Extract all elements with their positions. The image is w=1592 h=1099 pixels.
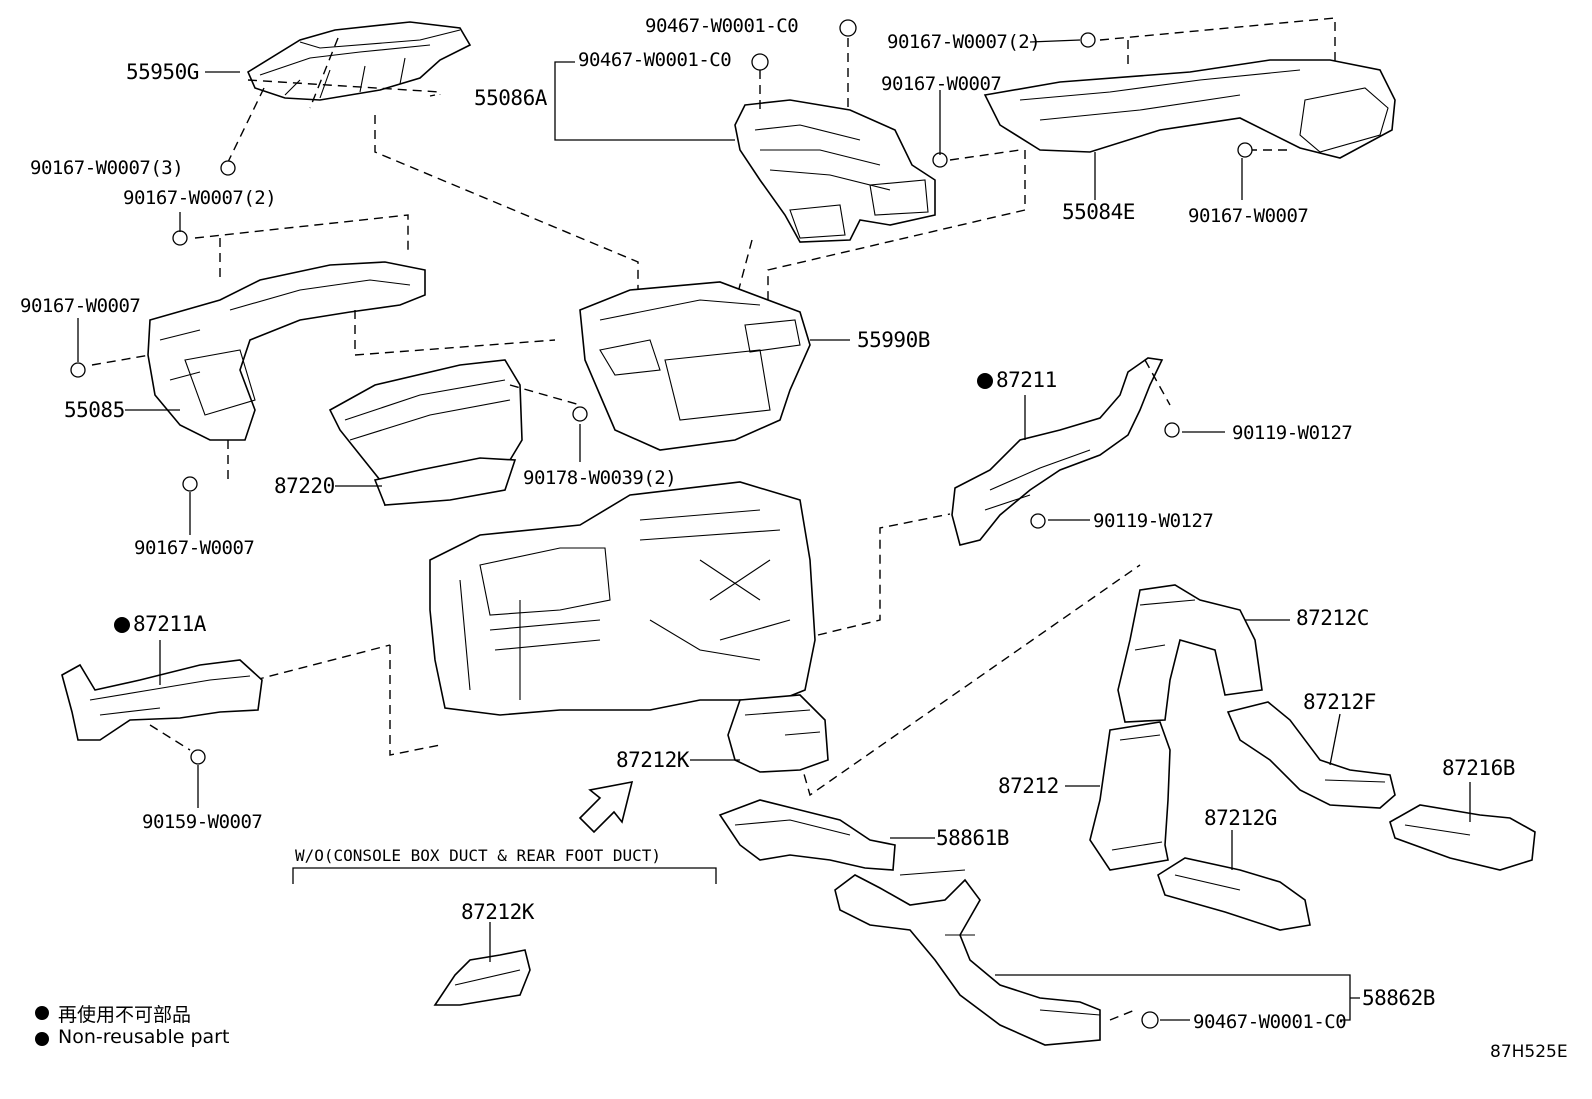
part-87216B-shape — [1389, 804, 1536, 871]
part-87212K-shape-b — [433, 949, 531, 1006]
part-heater-unit-shape — [429, 481, 816, 716]
part-87212G-shape — [1157, 857, 1311, 931]
callout-90167-left-bottom: 90167-W0007 — [134, 537, 255, 559]
callout-90167-left: 90167-W0007 — [20, 295, 141, 317]
callout-90178: 90178-W0039(2) — [523, 467, 677, 489]
callout-90119-b: 90119-W0127 — [1093, 510, 1214, 532]
callout-87212C: 87212C — [1296, 606, 1369, 630]
legend-japanese: 再使用不可部品 — [58, 1004, 192, 1026]
part-87211-shape — [951, 357, 1164, 546]
callout-87212G: 87212G — [1204, 806, 1277, 830]
callout-90167-right: 90167-W0007 — [881, 73, 1002, 95]
callout-87212F: 87212F — [1303, 690, 1376, 714]
callout-90119-a: 90119-W0127 — [1232, 422, 1353, 444]
legend-dot-1 — [35, 1006, 49, 1020]
callout-55084E: 55084E — [1062, 200, 1135, 224]
part-58862B-shape — [834, 869, 1101, 1046]
legend-dot-2 — [35, 1032, 49, 1046]
non-reusable-marker-87211A — [114, 617, 130, 633]
part-55084E-shape — [983, 59, 1396, 159]
part-87212F-shape — [1226, 701, 1396, 809]
callout-90159: 90159-W0007 — [142, 811, 263, 833]
part-55950G-shape — [246, 21, 472, 101]
non-reusable-marker-87211 — [977, 373, 993, 389]
callout-87212K-b: 87212K — [461, 900, 534, 924]
callout-90167-2-top: 90167-W0007(2) — [887, 31, 1041, 53]
leader-lines — [77, 39, 1471, 1021]
fasteners — [70, 19, 1253, 1029]
part-55086A-shape — [734, 99, 936, 243]
callout-58862B: 58862B — [1362, 986, 1435, 1010]
callout-87211A: 87211A — [133, 612, 206, 636]
callout-87212: 87212 — [998, 774, 1059, 798]
part-87220-shape — [328, 359, 523, 507]
part-87211A-shape — [61, 659, 263, 741]
diagram-code: 87H525E — [1490, 1042, 1568, 1062]
callout-58861B: 58861B — [936, 826, 1009, 850]
callout-87220: 87220 — [274, 474, 335, 498]
part-58861B-shape — [718, 799, 896, 871]
callout-90467-mid: 90467-W0001-C0 — [578, 49, 732, 71]
callout-90167-2-left: 90167-W0007(2) — [123, 187, 277, 209]
front-arrow — [578, 780, 634, 834]
callout-90167-3: 90167-W0007(3) — [30, 157, 184, 179]
callout-87216B: 87216B — [1442, 756, 1515, 780]
callout-90467-top: 90467-W0001-C0 — [645, 15, 799, 37]
part-55990B-shape — [579, 281, 811, 451]
part-87212-shape — [1089, 721, 1171, 871]
variant-note: W/O(CONSOLE BOX DUCT & REAR FOOT DUCT) — [295, 846, 662, 865]
variant-bracket — [292, 867, 717, 884]
part-87212C-shape — [1117, 584, 1263, 723]
callout-90467-bottom: 90467-W0001-C0 — [1193, 1011, 1347, 1033]
callout-87211: 87211 — [996, 368, 1057, 392]
callout-55086A: 55086A — [474, 86, 547, 110]
legend-english: Non-reusable part — [58, 1026, 230, 1048]
callout-90167-right-bottom: 90167-W0007 — [1188, 205, 1309, 227]
callout-55990B: 55990B — [857, 328, 930, 352]
callout-55950G: 55950G — [126, 60, 199, 84]
callout-55085: 55085 — [64, 398, 125, 422]
callout-87212K-a: 87212K — [616, 748, 689, 772]
part-55085-shape — [147, 261, 426, 441]
part-87212K-shape-a — [727, 694, 829, 773]
